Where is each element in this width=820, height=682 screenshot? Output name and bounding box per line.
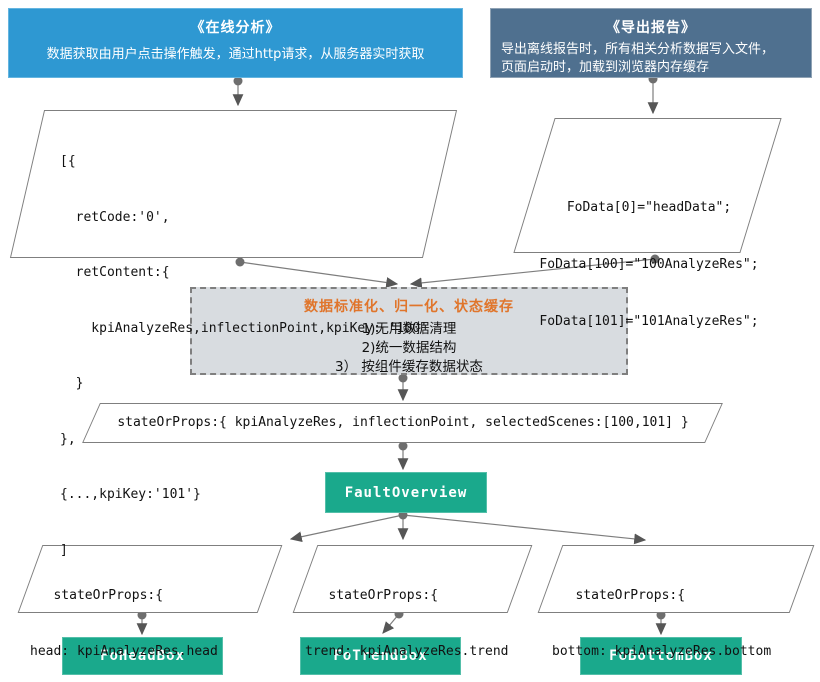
export-report-line2: 页面启动时，加载到浏览器内存缓存: [501, 60, 710, 75]
fo-head-box: FoHeadBox: [62, 637, 223, 675]
normalize-item-1: 1)无用数据清理: [361, 321, 457, 337]
trend-props-code: stateOrProps:{ trend: kpiAnalyzeRes.tren…: [305, 588, 509, 659]
normalize-item-2: 2)统一数据结构: [361, 340, 457, 356]
normalize-item-3: 3） 按组件缓存数据状态: [335, 359, 483, 375]
fo-bottom-box: FoBottomBox: [580, 637, 742, 675]
normalize-box: 数据标准化、归一化、状态缓存 1)无用数据清理 2)统一数据结构 3） 按组件缓…: [190, 287, 628, 375]
state-props-text: stateOrProps:{ kpiAnalyzeRes, inflection…: [117, 415, 689, 430]
export-report-line1: 导出离线报告时，所有相关分析数据写入文件，: [501, 42, 775, 57]
online-analysis-title: 《在线分析》: [190, 20, 281, 36]
online-analysis-body: 数据获取由用户点击操作触发，通过http请求，从服务器实时获取: [46, 47, 425, 62]
fodata-code: FoData[0]="headData"; FoData[100]="100An…: [539, 200, 759, 329]
bottom-props-code: stateOrProps:{ bottom: kpiAnalyzeRes.bot…: [552, 588, 772, 659]
export-report-box: 《导出报告》 导出离线报告时，所有相关分析数据写入文件， 页面启动时，加载到浏览…: [490, 8, 812, 78]
online-analysis-box: 《在线分析》 数据获取由用户点击操作触发，通过http请求，从服务器实时获取: [8, 8, 463, 78]
fo-trend-box: FoTrendBox: [300, 637, 461, 675]
normalize-title: 数据标准化、归一化、状态缓存: [304, 299, 514, 315]
head-props-code: stateOrProps:{ head: kpiAnalyzeRes.head …: [30, 588, 218, 659]
fault-overview-box: FaultOverview: [325, 472, 487, 513]
online-response-code: [{ retCode:'0', retContent:{ kpiAnalyzeR…: [60, 154, 428, 558]
export-report-title: 《导出报告》: [606, 20, 696, 36]
